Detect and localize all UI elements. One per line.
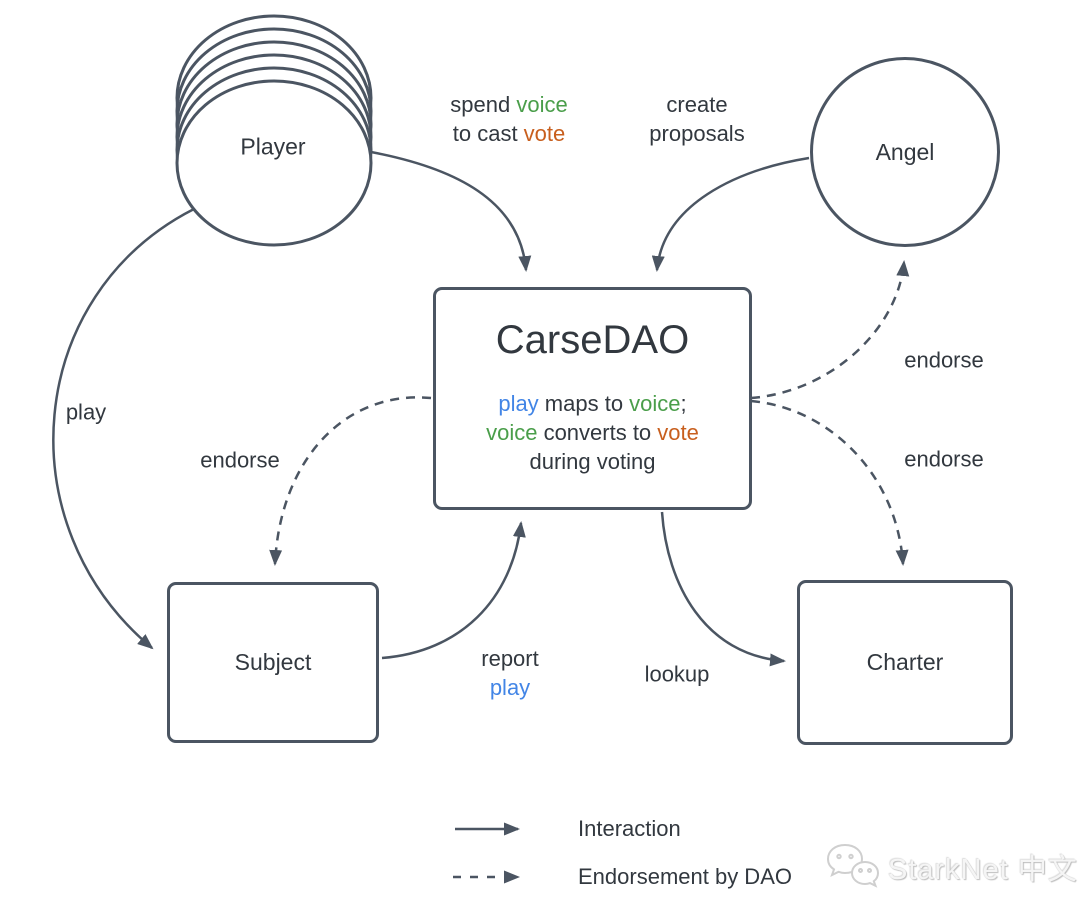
- keyword-play: play: [489, 675, 531, 700]
- legend-interaction-label: Interaction: [578, 816, 681, 841]
- spend-vote-label-line2: to cast vote: [450, 119, 567, 148]
- report-play-arrow: [381, 521, 526, 660]
- create-proposals-label: create proposals: [649, 90, 744, 148]
- legend-endorsement-label: Endorsement by DAO: [578, 864, 792, 889]
- subject-label: Subject: [234, 649, 312, 675]
- player-main-circle: [175, 79, 373, 247]
- label-text: proposals: [649, 121, 745, 146]
- endorse-charter-label: endorse: [904, 446, 984, 472]
- endorse-subject-arrow: [269, 396, 432, 566]
- keyword-voice: voice: [486, 420, 538, 445]
- carsedao-description-line3: during voting: [529, 449, 656, 474]
- angel-label: Angel: [875, 138, 935, 165]
- subject-box: Subject: [167, 582, 379, 743]
- endorse-angel-arrow: [750, 260, 910, 400]
- angel-node: Angel: [810, 57, 1000, 247]
- label-text: report: [481, 646, 539, 671]
- spend-vote-arrow: [370, 150, 532, 272]
- watermark-text: StarkNet 中文: [888, 854, 1078, 886]
- description-text: maps to: [538, 391, 630, 416]
- carsedao-description-line2: voice converts to vote: [436, 418, 749, 447]
- label-text: create: [666, 92, 728, 117]
- spend-vote-label-line1: spend voice: [450, 90, 567, 119]
- carsedao-box: CarseDAO play maps to voice; voice conve…: [433, 287, 752, 510]
- lookup-arrow: [660, 511, 786, 667]
- carsedao-description-line1: play maps to voice;: [436, 389, 749, 418]
- keyword-voice: voice: [516, 92, 568, 117]
- charter-label: Charter: [866, 649, 944, 675]
- carsedao-description: play maps to voice; voice converts to vo…: [436, 389, 749, 476]
- label-text: spend: [450, 92, 517, 117]
- watermark: StarkNet 中文: [824, 840, 1078, 894]
- player-node: [175, 14, 373, 247]
- keyword-play: play: [498, 391, 539, 416]
- play-arrow: [52, 207, 195, 650]
- endorse-charter-arrow: [750, 399, 909, 566]
- player-label: Player: [240, 133, 306, 160]
- charter-box: Charter: [797, 580, 1013, 745]
- create-proposals-arrow: [651, 156, 810, 272]
- lookup-label: lookup: [644, 661, 710, 687]
- endorse-subject-label: endorse: [200, 447, 280, 473]
- carsedao-title: CarseDAO: [495, 318, 690, 362]
- description-text: converts to: [537, 420, 658, 445]
- endorse-angel-label: endorse: [904, 347, 984, 373]
- report-play-label: report play: [481, 644, 538, 702]
- label-text: to cast: [452, 121, 524, 146]
- keyword-voice: voice: [629, 391, 681, 416]
- keyword-vote: vote: [657, 420, 699, 445]
- keyword-vote: vote: [523, 121, 566, 146]
- description-text: ;: [680, 391, 687, 416]
- spend-vote-label: spend voice to cast vote: [450, 90, 567, 148]
- play-label: play: [65, 399, 107, 425]
- wechat-icon: [826, 843, 880, 888]
